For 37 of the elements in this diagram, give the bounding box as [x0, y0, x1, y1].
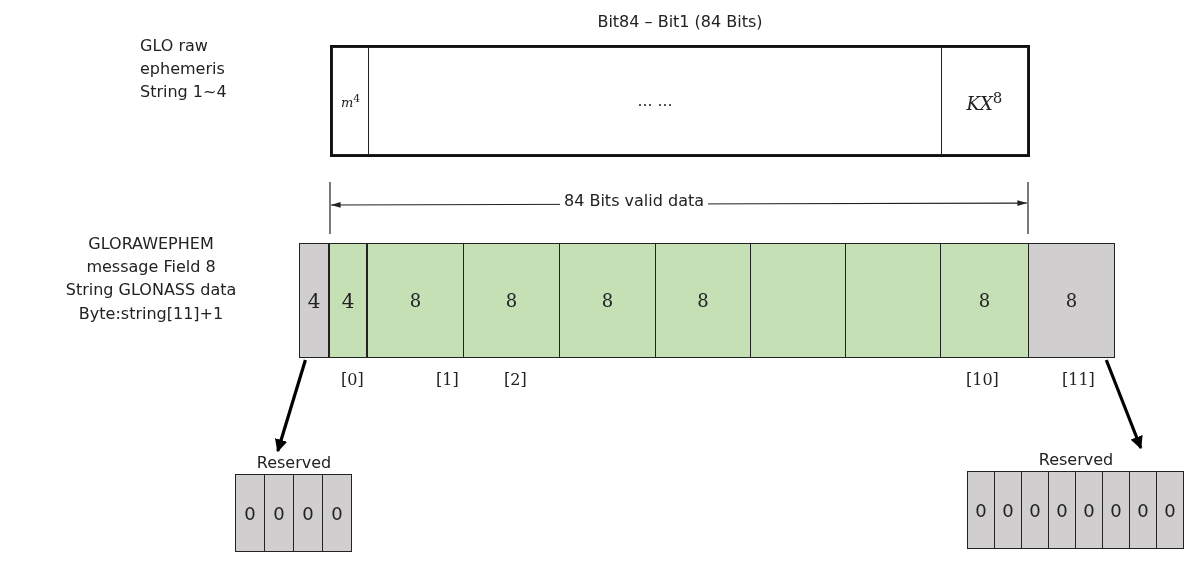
empty-field-cell	[845, 243, 941, 358]
bit-field-cell: 0	[967, 471, 995, 550]
bit-field-cell: KX$^{8}$	[941, 47, 1028, 156]
bit-field-cell: 0	[1048, 471, 1076, 550]
bit-field-cell: 8	[559, 243, 656, 358]
index-label: [1]	[435, 370, 460, 389]
bit-field-cell: 0	[1129, 471, 1157, 550]
section-heading: Bit84 – Bit1 (84 Bits)	[597, 12, 763, 32]
bit-field-cell: 8	[367, 243, 464, 358]
row-label: GLORAWEPHEM message Field 8 String GLONASS data Byte:string[11]+1	[64, 233, 238, 325]
bit-field-cell: 0	[994, 471, 1022, 550]
index-label: [2]	[503, 370, 528, 389]
row-label: GLO raw ephemeris String 1~4	[140, 35, 228, 104]
section-heading: Reserved	[1038, 450, 1114, 470]
bit-field-cell: 0	[235, 474, 265, 553]
bit-field-cell: 4	[329, 243, 369, 358]
bit-field-cell: 0	[1075, 471, 1103, 550]
bit-field-cell: 0	[322, 474, 352, 553]
arrow	[1104, 359, 1143, 450]
bit-field-cell: … …	[368, 47, 942, 156]
bit-field-cell: 0	[1102, 471, 1130, 550]
empty-field-cell	[750, 243, 846, 358]
index-label: [10]	[965, 370, 1000, 389]
bit-field-cell: 8	[463, 243, 560, 358]
index-label: [0]	[340, 370, 365, 389]
bit-field-cell: 0	[1021, 471, 1049, 550]
bit-field-cell: 4	[299, 243, 331, 358]
bit-field-cell: 0	[1156, 471, 1184, 550]
bit-field-cell: 0	[293, 474, 323, 553]
section-heading: Reserved	[256, 453, 332, 473]
index-label: [11]	[1061, 370, 1096, 389]
bit-field-cell: m$^{4}$	[332, 47, 369, 156]
bit-field-cell: 8	[940, 243, 1029, 358]
bit-field-cell: 8	[1028, 243, 1115, 358]
bit-field-cell: 0	[264, 474, 294, 553]
bit-field-cell: 8	[655, 243, 751, 358]
arrow	[275, 359, 307, 453]
